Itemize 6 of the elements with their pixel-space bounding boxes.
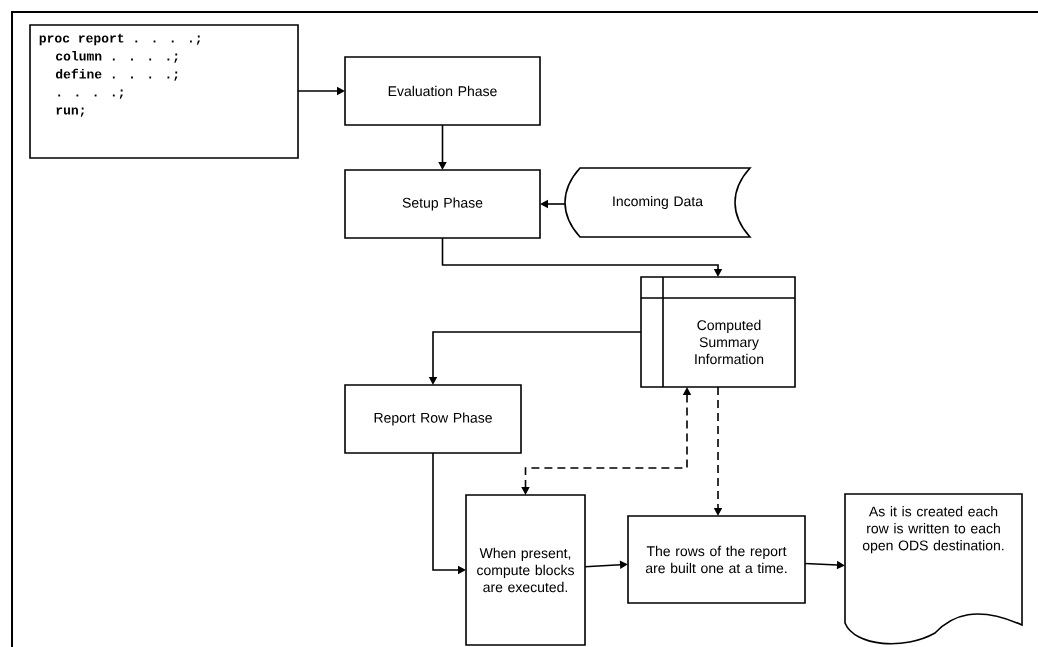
process-box: When present, compute blocks are executed. bbox=[465, 494, 586, 646]
process-box: Report Row Phase bbox=[344, 384, 522, 454]
process-box: The rows of the report are built one at a time. bbox=[627, 515, 806, 604]
process-box: Setup Phase bbox=[344, 169, 541, 239]
process-box: Evaluation Phase bbox=[344, 56, 541, 126]
code-box: proc report . . . .; column . . . .; define . . . .; . . . .; run; bbox=[29, 24, 299, 159]
